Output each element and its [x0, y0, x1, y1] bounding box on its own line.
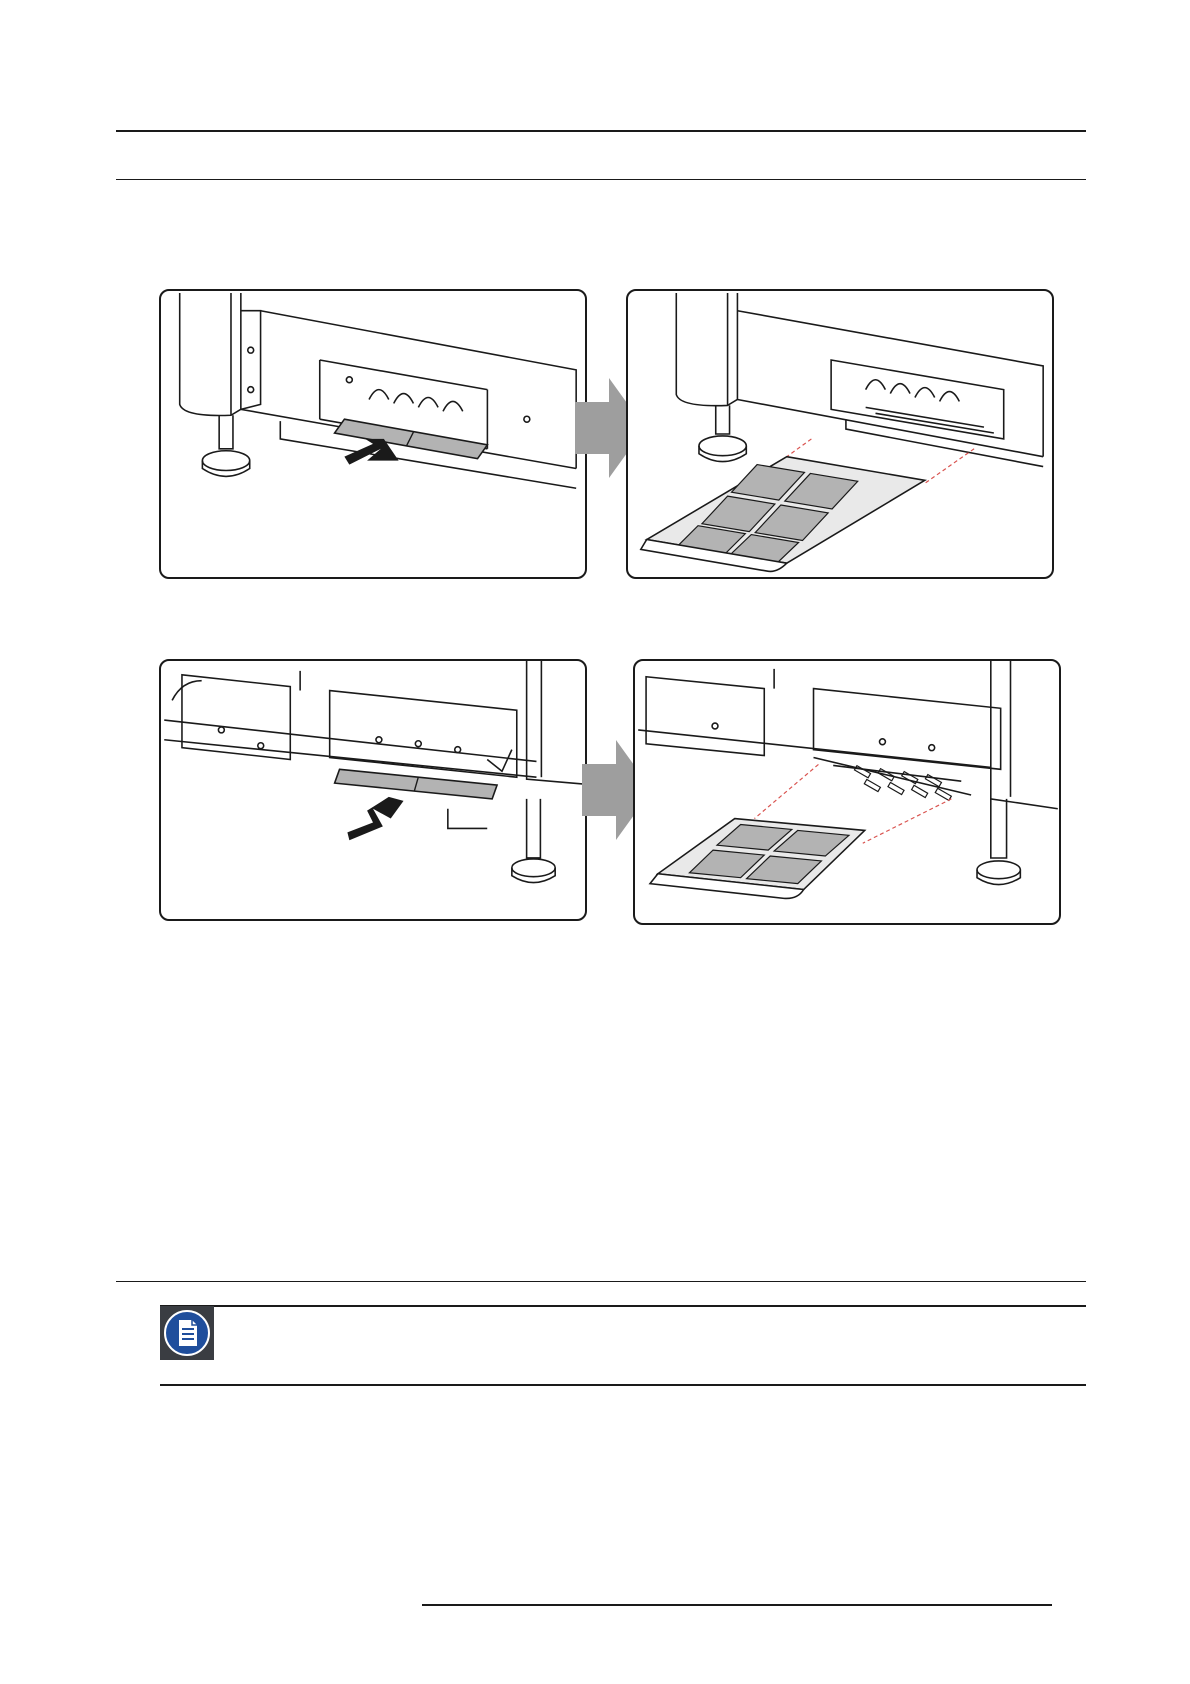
- header-rule-bottom: [116, 179, 1086, 180]
- footer-rule: [422, 1604, 1052, 1606]
- figure-filter-bottom-pull: [159, 659, 587, 921]
- note-rule-bottom: [160, 1384, 1086, 1386]
- arrow-pull-icon-2: [347, 797, 403, 840]
- figure-filter-top-pull: [159, 289, 587, 579]
- note-rule-top: [116, 1281, 1086, 1282]
- illustration-projector-filter-removed: [628, 291, 1052, 577]
- note-rule-mid: [160, 1305, 1086, 1307]
- figure-filter-top-removed: [626, 289, 1054, 579]
- illustration-projector-filter-removed-2: [635, 661, 1059, 923]
- figure-filter-bottom-removed: [633, 659, 1061, 925]
- illustration-projector-filter-pull: [161, 291, 585, 577]
- illustration-projector-filter-pull-2: [161, 661, 585, 919]
- note-document-icon: [160, 1306, 214, 1360]
- header-rule-top: [116, 130, 1086, 132]
